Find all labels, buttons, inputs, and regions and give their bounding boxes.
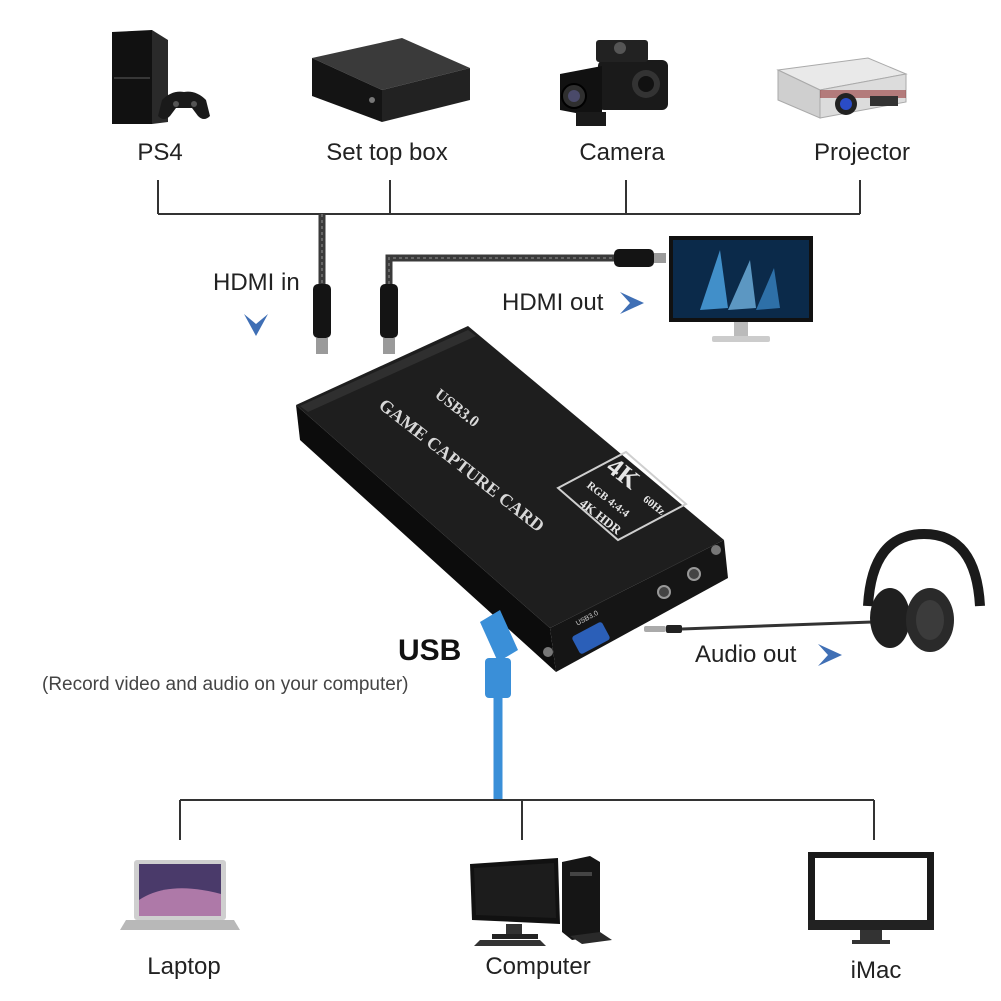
laptop-icon [120,860,240,930]
capture-card-device [296,326,728,672]
headphones-icon [863,528,985,652]
hdmi-in-cable [313,214,331,354]
hdmi-in-arrow-icon [244,314,268,336]
monitor-icon [669,236,813,342]
usb-cable [480,610,518,800]
usb-note: (Record video and audio on your computer… [42,674,408,695]
destination-label-imac: iMac [851,957,902,984]
source-label-projector: Projector [814,139,910,166]
audio-out-arrow-icon [818,644,842,666]
hdmi-out-cable [380,249,666,354]
source-bracket [157,180,861,215]
source-label-ps4: PS4 [137,139,182,166]
destination-label-computer: Computer [485,953,590,980]
usb-label: USB [398,634,461,667]
destination-bracket [179,799,875,840]
projector-icon [776,57,908,119]
hdmi-out-arrow-icon [620,292,644,314]
source-label-camera: Camera [579,139,665,166]
ps4-console-icon [112,30,210,124]
hdmi-out-label: HDMI out [502,289,604,316]
source-label-set-top-box: Set top box [326,139,447,166]
destination-label-laptop: Laptop [147,953,220,980]
audio-out-label: Audio out [695,641,797,668]
hdmi-in-label: HDMI in [213,269,300,296]
video-camera-icon [560,40,668,126]
desktop-computer-icon [470,856,612,946]
set-top-box-icon [312,38,470,122]
audio-cable [644,620,873,633]
imac-icon [808,852,934,944]
